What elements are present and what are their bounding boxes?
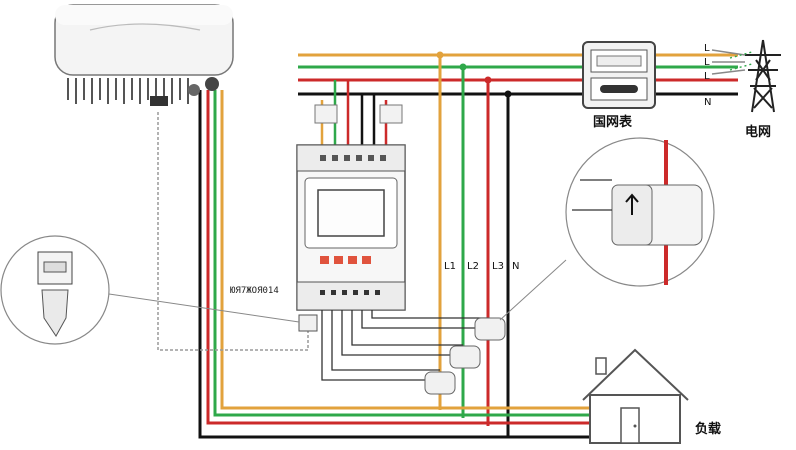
top-bus-lines xyxy=(298,53,738,96)
cable-l3 xyxy=(206,90,590,425)
line-l3-label: L3 xyxy=(492,261,504,272)
ct-wires xyxy=(321,310,488,381)
rj45-callout xyxy=(0,235,300,345)
junction-l1 xyxy=(436,51,444,59)
bus-n-label: N xyxy=(704,97,712,108)
cable-l2 xyxy=(213,90,590,417)
junction-l3 xyxy=(484,76,492,84)
rj45-connector-icon xyxy=(37,251,73,337)
ct-callout xyxy=(499,137,715,321)
smart-meter-icon xyxy=(296,80,406,311)
bus-l2-label: L xyxy=(704,57,710,68)
house-icon xyxy=(582,348,689,444)
bus-l3-label: L xyxy=(704,71,710,82)
meter-model-label: ЮЯ7ЖОЯ014 xyxy=(230,286,279,296)
cable-l1 xyxy=(220,90,590,410)
grid-dashes xyxy=(729,51,753,71)
cable-n xyxy=(198,90,590,439)
solar-inverter-icon xyxy=(54,4,234,106)
inverter-cables xyxy=(198,90,590,439)
utility-meter-icon xyxy=(582,41,656,109)
junction-n xyxy=(504,90,512,98)
line-l1-label: L1 xyxy=(444,261,456,272)
comm-line xyxy=(157,112,309,351)
vertical-drops xyxy=(436,51,512,436)
grid-meter-label: 国网表 xyxy=(593,115,633,130)
grid-label: 电网 xyxy=(745,125,772,140)
current-transformer-icon xyxy=(424,317,506,395)
transmission-tower-icon xyxy=(711,39,781,113)
rj45-port-icon xyxy=(298,314,318,332)
bus-l1-label: L xyxy=(704,43,710,54)
line-n-label: N xyxy=(512,261,520,272)
line-l2-label: L2 xyxy=(467,261,479,272)
junction-l2 xyxy=(459,63,467,71)
load-label: 负载 xyxy=(695,422,722,437)
